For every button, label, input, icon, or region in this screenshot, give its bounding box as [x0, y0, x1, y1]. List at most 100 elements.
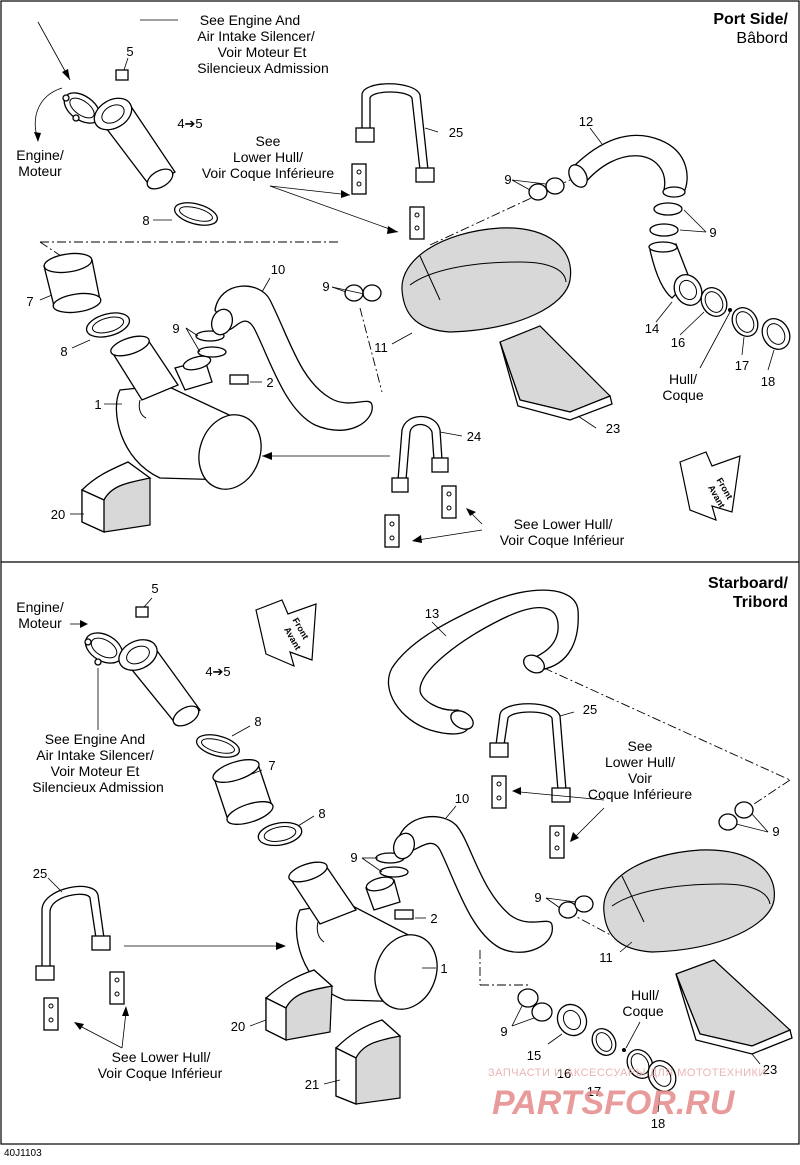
port-exhaust-pipe-4	[93, 97, 176, 190]
svg-text:Voir Coque Inférieure: Voir Coque Inférieure	[202, 165, 335, 181]
starboard-section: Starboard/ Tribord Engine/ Moteur See En…	[16, 575, 793, 1131]
port-bracket-lower	[409, 206, 425, 240]
starboard-label-9a: 9	[350, 850, 357, 865]
port-resonator-11	[401, 227, 572, 333]
starboard-resonator-11	[603, 849, 775, 953]
svg-text:Silencieux Admission: Silencieux Admission	[197, 60, 329, 76]
starboard-nut-18	[647, 1060, 677, 1092]
starboard-exhaust-pipe-4	[118, 639, 201, 727]
svg-text:Moteur: Moteur	[18, 163, 62, 179]
port-clamps-9b	[344, 284, 382, 302]
starboard-clamps-9d	[517, 988, 553, 1022]
starboard-strap-25-right	[489, 703, 571, 803]
starboard-engine-clamp	[84, 632, 124, 666]
starboard-clamp-8b	[257, 821, 303, 847]
port-engine-clamp	[62, 92, 101, 124]
starboard-lower-hull-note-top: See Lower Hull/ Voir Coque Inférieure	[588, 738, 693, 802]
svg-text:Air Intake Silencer/: Air Intake Silencer/	[197, 28, 315, 44]
starboard-muffler-1	[288, 861, 438, 1010]
port-clamp-8b	[85, 312, 131, 338]
port-label-2: 2	[266, 375, 273, 390]
starboard-bracket-left-b	[109, 971, 125, 1005]
starboard-label-5: 5	[151, 581, 158, 596]
starboard-label-2: 2	[430, 911, 437, 926]
starboard-label-13: 13	[425, 606, 439, 621]
port-hose-10	[210, 285, 373, 431]
watermark-brand: PARTSFOR.RU	[492, 1084, 736, 1122]
port-label-24: 24	[467, 429, 481, 444]
starboard-label-17: 17	[587, 1084, 601, 1099]
starboard-label-21: 21	[305, 1077, 319, 1092]
starboard-cradle-21	[334, 1019, 402, 1105]
port-cradle-20	[80, 461, 152, 534]
svg-text:Air Intake Silencer/: Air Intake Silencer/	[36, 747, 154, 763]
starboard-lower-hull-note-bottom: See Lower Hull/ Voir Coque Inférieur	[98, 1049, 223, 1081]
svg-text:Voir Moteur Et: Voir Moteur Et	[218, 44, 307, 60]
starboard-label-10: 10	[455, 791, 469, 806]
port-bracket-bottom-left	[384, 514, 400, 548]
diagram-code: 40J1103	[4, 1148, 42, 1159]
svg-text:Coque: Coque	[622, 1003, 663, 1019]
starboard-label-15: 15	[527, 1048, 541, 1063]
port-bracket-upper	[351, 163, 367, 195]
svg-text:Coque: Coque	[662, 387, 703, 403]
port-lower-hull-note-top: See Lower Hull/ Voir Coque Inférieure	[202, 133, 335, 181]
starboard-label-4-5: 4➔5	[205, 664, 230, 679]
port-gasket-16	[700, 287, 728, 317]
starboard-label-8b: 8	[318, 806, 325, 821]
starboard-label-7: 7	[268, 758, 275, 773]
port-label-16: 16	[671, 335, 685, 350]
port-label-7: 7	[26, 294, 33, 309]
svg-text:Lower Hull/: Lower Hull/	[605, 754, 675, 770]
starboard-front-arrow: Front Avant	[255, 599, 317, 668]
port-clamp-8a	[173, 202, 219, 226]
port-label-25: 25	[449, 125, 463, 140]
port-header-en: Port Side/	[713, 11, 788, 28]
port-strap-25	[355, 83, 435, 183]
port-sensor-2	[229, 374, 249, 385]
port-header-fr: Bâbord	[736, 30, 788, 47]
starboard-hose-13	[387, 589, 579, 735]
starboard-engine-ref-note: See Engine And Air Intake Silencer/ Voir…	[32, 731, 164, 795]
port-sleeve-7	[43, 252, 102, 314]
port-label-9d: 9	[709, 225, 716, 240]
port-nut-18	[761, 318, 791, 350]
starboard-label-9b: 9	[772, 824, 779, 839]
starboard-sleeve-7	[212, 759, 274, 825]
port-outlet-fitting-14	[648, 241, 703, 306]
starboard-hose-10	[392, 815, 553, 953]
port-label-9c: 9	[504, 172, 511, 187]
starboard-fitting-15	[556, 1003, 588, 1037]
port-label-20: 20	[51, 507, 65, 522]
svg-text:See Engine And: See Engine And	[45, 731, 145, 747]
starboard-header-fr: Tribord	[733, 594, 788, 611]
starboard-clamp-8a	[195, 734, 241, 758]
port-label-5: 5	[126, 44, 133, 59]
port-bracket-bottom-right	[441, 485, 457, 519]
port-label-17: 17	[735, 358, 749, 373]
svg-text:See: See	[628, 738, 653, 754]
svg-text:See Engine And: See Engine And	[200, 12, 300, 28]
starboard-label-9d: 9	[500, 1024, 507, 1039]
svg-text:See Lower Hull/: See Lower Hull/	[112, 1049, 211, 1065]
port-label-8b: 8	[60, 344, 67, 359]
port-label-11: 11	[374, 340, 388, 355]
svg-text:Lower Hull/: Lower Hull/	[233, 149, 303, 165]
port-label-23: 23	[606, 421, 620, 436]
starboard-bracket-lower	[549, 825, 565, 859]
port-hull-note: Hull/ Coque	[662, 371, 703, 403]
starboard-label-23: 23	[763, 1062, 777, 1077]
port-clamps-9d	[649, 202, 683, 237]
port-label-9a: 9	[172, 321, 179, 336]
port-clamps-9c	[528, 177, 565, 201]
starboard-label-8a: 8	[254, 714, 261, 729]
port-label-4-5: 4➔5	[177, 116, 202, 131]
port-engine-label: Engine/ Moteur	[16, 147, 64, 179]
svg-text:Engine/: Engine/	[16, 599, 64, 615]
starboard-label-18: 18	[651, 1116, 665, 1131]
port-label-1: 1	[94, 397, 101, 412]
starboard-cradle-20	[264, 969, 334, 1042]
starboard-header-en: Starboard/	[708, 575, 789, 592]
port-fitting-5	[115, 69, 129, 81]
